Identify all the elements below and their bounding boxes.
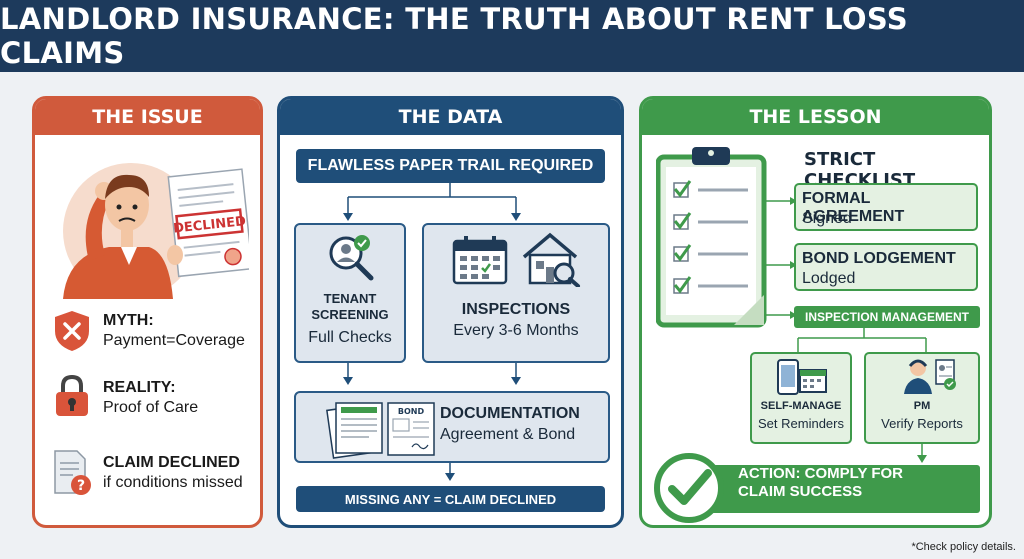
formal-agreement-sub: Signed (802, 210, 852, 227)
top-connectors (343, 183, 521, 221)
inspections-sub: Every 3-6 Months (453, 322, 579, 339)
documentation-sub: Agreement & Bond (440, 426, 576, 443)
self-manage-box: SELF-MANAGE Set Reminders (750, 352, 852, 444)
clipboard-checklist-icon (656, 147, 767, 328)
screening-sub: Full Checks (308, 329, 392, 346)
data-panel: THE DATA FLAWLESS PAPER TRAIL REQUIRED T… (277, 96, 624, 528)
claim-declined-item: CLAIM DECLINED if conditions missed (103, 454, 243, 492)
reality-item: REALITY: Proof of Care (103, 379, 198, 417)
missing-any-bar: MISSING ANY = CLAIM DECLINED (296, 486, 605, 512)
documentation-box: BOND DOCUMENTATION Agreement & Bond (294, 391, 610, 463)
self-manage-sub: Set Reminders (758, 416, 844, 431)
svg-text:?: ? (77, 478, 85, 494)
confused-landlord-illustration: DECLINED (49, 143, 249, 299)
lesson-panel-header: THE LESSON (642, 99, 989, 135)
inspection-connectors (797, 328, 927, 352)
support-agent-icon (904, 359, 956, 394)
calendar-icon (452, 236, 508, 285)
reality-title: REALITY: (103, 379, 176, 396)
inspection-management-bar: INSPECTION MANAGEMENT (794, 306, 980, 328)
self-manage-title: SELF-MANAGE (760, 400, 842, 412)
pm-connector (917, 444, 927, 463)
inspections-title: INSPECTIONS (461, 301, 571, 318)
paper-trail-bar: FLAWLESS PAPER TRAIL REQUIRED (296, 149, 605, 183)
myth-item: MYTH: Payment=Coverage (103, 312, 245, 350)
magnifier-person-icon (329, 235, 374, 281)
document-question-icon: ? (51, 449, 93, 497)
action-line2: CLAIM SUCCESS (738, 483, 863, 500)
footnote: *Check policy details. (911, 541, 1016, 553)
data-panel-header: THE DATA (280, 99, 621, 135)
formal-agreement-box: FORMAL AGREEMENT Signed (794, 183, 978, 231)
formal-agreement-title: FORMAL AGREEMENT (802, 190, 905, 225)
property-manager-box: PM Verify Reports (864, 352, 980, 444)
house-magnifier-icon (522, 232, 580, 287)
action-bar: ACTION: COMPLY FOR CLAIM SUCCESS (710, 465, 980, 513)
mid-connectors (343, 363, 521, 385)
pm-title: PM (913, 400, 931, 412)
documentation-title: DOCUMENTATION (440, 405, 580, 422)
myth-sub: Payment=Coverage (103, 332, 245, 349)
pm-sub: Verify Reports (881, 416, 963, 431)
inspections-box: INSPECTIONS Every 3-6 Months (422, 223, 610, 363)
bond-lodgement-title: BOND LODGEMENT (802, 250, 956, 267)
claim-declined-sub: if conditions missed (103, 474, 243, 491)
bond-lodgement-sub: Lodged (802, 270, 856, 287)
page-title: LANDLORD INSURANCE: THE TRUTH ABOUT RENT… (0, 2, 908, 70)
phone-calendar-icon (777, 359, 827, 395)
bond-lodgement-box: BOND LODGEMENT Lodged (794, 243, 978, 291)
checklist-arrows (764, 197, 797, 319)
documents-icon: BOND (326, 402, 435, 459)
shield-x-icon (51, 309, 93, 353)
myth-title: MYTH: (103, 312, 154, 329)
claim-declined-title: CLAIM DECLINED (103, 454, 240, 471)
issue-panel-header: THE ISSUE (35, 99, 260, 135)
issue-panel: THE ISSUE DECLIN (32, 96, 263, 528)
screening-title: TENANT SCREENING (311, 291, 389, 322)
padlock-icon (53, 374, 91, 418)
reality-sub: Proof of Care (103, 399, 199, 416)
tenant-screening-box: TENANT SCREENING Full Checks (294, 223, 406, 363)
big-check-circle-icon (654, 453, 724, 523)
bond-doc-label: BOND (398, 407, 425, 416)
action-line1: ACTION: COMPLY FOR (738, 465, 904, 482)
lesson-panel: THE LESSON STRICT CHECKLIST (639, 96, 992, 528)
page-header: LANDLORD INSURANCE: THE TRUTH ABOUT RENT… (0, 0, 1024, 72)
bottom-connector (445, 463, 455, 481)
